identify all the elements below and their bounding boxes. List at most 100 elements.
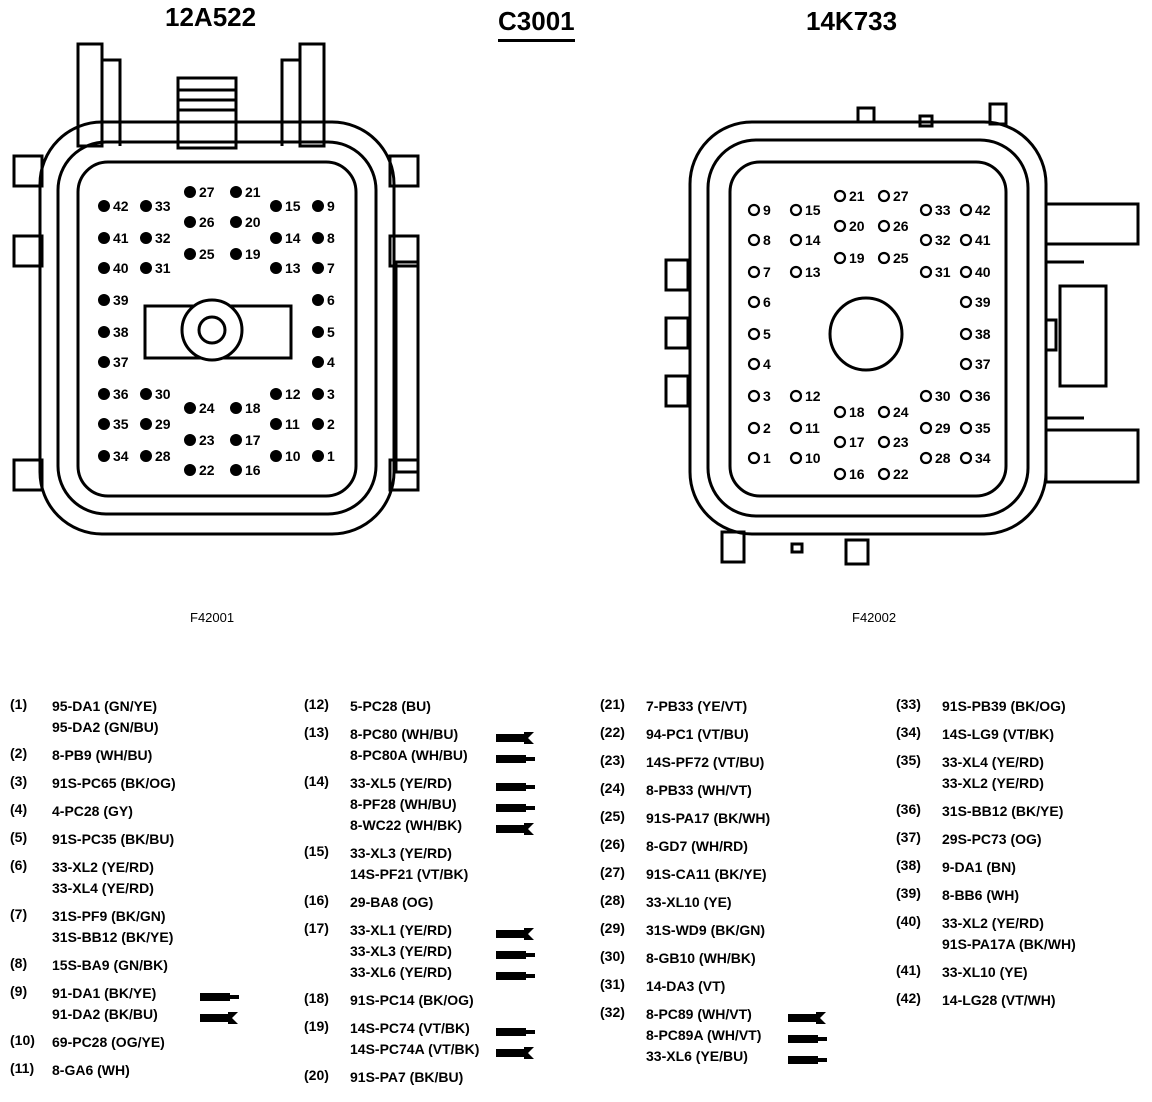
legend-circuit-text: 8-PC89A (WH/VT) [646,1027,762,1043]
left-pin-11 [270,418,282,430]
legend-pin-number: (24) [600,780,625,796]
legend-circuit-text: 8-PF28 (WH/BU) [350,796,457,812]
legend-circuit-text: 14S-PC74 (VT/BK) [350,1020,470,1036]
right-pin-11 [789,421,803,435]
right-pin-label-32: 32 [935,232,951,248]
legend-entry: (19)14S-PC74 (VT/BK)14S-PC74A (VT/BK) [304,1018,594,1060]
right-pin-label-35: 35 [975,420,991,436]
legend-circuit-text: 8-PC80 (WH/BU) [350,726,459,742]
legend-pin-number: (6) [10,857,28,873]
right-pin-26 [877,219,891,233]
left-pin-label-23: 23 [199,432,215,448]
legend-circuit: 91-DA1 (BK/YE) [52,983,290,1004]
right-pin-label-15: 15 [805,202,821,218]
legend-circuit: 33-XL3 (YE/RD) [350,941,594,962]
left-pin-28 [140,450,152,462]
male-terminal-icon [496,799,536,820]
left-pin-26 [184,216,196,228]
legend-entry: (38)9-DA1 (BN) [896,857,1146,878]
left-pin-39 [98,294,110,306]
left-pin-7 [312,262,324,274]
right-pin-38 [959,327,973,341]
legend-circuit-text: 14S-LG9 (VT/BK) [942,726,1055,742]
legend-pin-number: (25) [600,808,625,824]
right-pin-13 [789,265,803,279]
legend-circuit: 33-XL10 (YE) [942,962,1146,983]
left-connector-title: 12A522 [165,2,257,32]
legend-circuit-text: 91S-PC14 (BK/OG) [350,992,474,1008]
legend-circuit-text: 33-XL2 (YE/RD) [942,775,1044,791]
legend-entry: (13)8-PC80 (WH/BU)8-PC80A (WH/BU) [304,724,594,766]
right-pin-41 [959,233,973,247]
left-pin-2 [312,418,324,430]
right-pin-14 [789,233,803,247]
left-pin-5 [312,326,324,338]
legend-entry: (16)29-BA8 (OG) [304,892,594,913]
left-pin-label-37: 37 [113,354,129,370]
legend-circuit: 31S-PF9 (BK/GN) [52,906,290,927]
legend-entry: (23)14S-PF72 (VT/BU) [600,752,890,773]
left-pin-36 [98,388,110,400]
right-pin-label-38: 38 [975,326,991,342]
legend-circuit: 33-XL10 (YE) [646,892,890,913]
legend-circuit-text: 31S-WD9 (BK/GN) [646,922,766,938]
left-pin-label-13: 13 [285,260,301,276]
legend-circuit-text: 91S-PC65 (BK/OG) [52,775,176,791]
legend-pin-number: (20) [304,1067,329,1083]
legend-circuit-text: 33-XL6 (YE/RD) [350,964,452,980]
right-pin-label-23: 23 [893,434,909,450]
legend-entry: (37)29S-PC73 (OG) [896,829,1146,850]
left-pin-41 [98,232,110,244]
left-pin-19 [230,248,242,260]
right-pin-30 [919,389,933,403]
legend-circuit-text: 33-XL10 (YE) [646,894,732,910]
left-figure-id: F42001 [190,610,235,625]
left-pin-label-9: 9 [327,198,335,214]
right-pin-10 [789,451,803,465]
left-pin-label-3: 3 [327,386,335,402]
legend-circuit-text: 91-DA2 (BK/BU) [52,1006,158,1022]
left-pin-label-33: 33 [155,198,171,214]
legend-circuit-text: 33-XL3 (YE/RD) [350,845,452,861]
legend-circuit: 7-PB33 (YE/VT) [646,696,890,717]
right-pin-label-41: 41 [975,232,991,248]
legend-circuit: 14S-PF72 (VT/BU) [646,752,890,773]
left-pin-label-8: 8 [327,230,335,246]
legend-circuit: 8-PC89A (WH/VT) [646,1025,890,1046]
left-pin-label-16: 16 [245,462,261,478]
legend-circuit-text: 31S-PF9 (BK/GN) [52,908,166,924]
legend-circuit-text: 8-PC89 (WH/VT) [646,1006,752,1022]
right-pin-label-5: 5 [763,326,771,342]
legend-circuit-text: 33-XL2 (YE/RD) [52,859,154,875]
legend-circuit-text: 31S-BB12 (BK/YE) [942,803,1064,819]
male-terminal-icon [496,967,536,988]
left-pin-4 [312,356,324,368]
left-pin-33 [140,200,152,212]
legend-circuit-text: 8-BB6 (WH) [942,887,1019,903]
left-pin-label-41: 41 [113,230,129,246]
male-terminal-icon [788,1030,828,1051]
legend-entry: (17)33-XL1 (YE/RD)33-XL3 (YE/RD)33-XL6 (… [304,920,594,983]
right-pin-label-14: 14 [805,232,821,248]
legend-pin-number: (26) [600,836,625,852]
legend-circuit-text: 14S-PF72 (VT/BU) [646,754,765,770]
right-pin-label-13: 13 [805,264,821,280]
left-pin-label-21: 21 [245,184,261,200]
legend-circuit: 33-XL2 (YE/RD) [942,913,1146,934]
right-pin-29 [919,421,933,435]
legend-circuit: 95-DA2 (GN/BU) [52,717,290,738]
legend-circuit-text: 91-DA1 (BK/YE) [52,985,157,1001]
legend-circuit-text: 33-XL4 (YE/RD) [52,880,154,896]
legend-circuit-text: 8-PC80A (WH/BU) [350,747,468,763]
legend-pin-number: (11) [10,1060,35,1076]
legend-circuit: 15S-BA9 (GN/BK) [52,955,290,976]
legend-circuit-text: 9-DA1 (BN) [942,859,1016,875]
right-pin-4 [747,357,761,371]
legend-circuit: 91S-PC35 (BK/BU) [52,829,290,850]
legend-circuit: 94-PC1 (VT/BU) [646,724,890,745]
legend-entry: (42)14-LG28 (VT/WH) [896,990,1146,1011]
legend-circuit: 8-PC80 (WH/BU) [350,724,594,745]
legend-circuit: 8-GD7 (WH/RD) [646,836,890,857]
legend-circuit: 69-PC28 (OG/YE) [52,1032,290,1053]
